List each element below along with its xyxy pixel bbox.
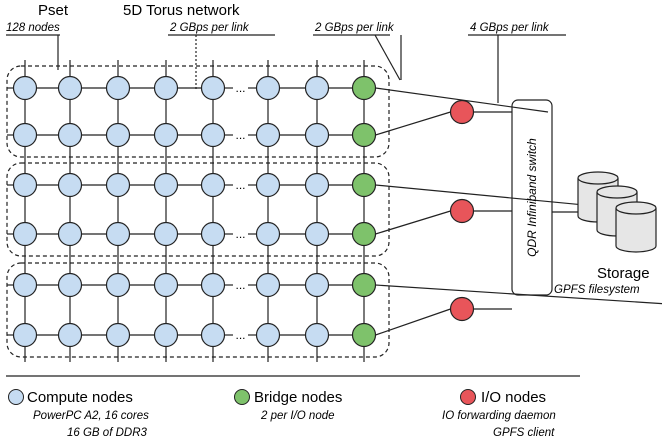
ellipsis: ... — [235, 81, 245, 95]
bridge-node-legend-icon — [234, 389, 250, 405]
compute-node — [12, 272, 38, 298]
bridge-to-io-link — [375, 111, 451, 136]
compute-node — [304, 122, 330, 148]
bridge-node — [351, 172, 377, 198]
io-node — [449, 198, 475, 224]
compute-node — [105, 272, 131, 298]
compute-node — [200, 122, 226, 148]
compute-node — [57, 322, 83, 348]
ellipsis: ... — [235, 328, 245, 342]
compute-node — [255, 221, 281, 247]
compute-node — [57, 122, 83, 148]
legend-io-line1: IO forwarding daemon — [442, 410, 556, 422]
legend-compute-line2: 16 GB of DDR3 — [67, 427, 147, 439]
compute-node — [105, 172, 131, 198]
storage-subtitle: GPFS filesystem — [554, 284, 640, 296]
compute-node — [200, 221, 226, 247]
io-node-legend-icon — [460, 389, 476, 405]
compute-node — [57, 221, 83, 247]
compute-node — [153, 221, 179, 247]
torus-title: 5D Torus network — [123, 2, 240, 19]
compute-node — [200, 172, 226, 198]
switch-link-label: 4 GBps per link — [470, 22, 549, 34]
compute-node — [12, 221, 38, 247]
switch-label: QDR Infiniband switch — [525, 138, 539, 257]
legend-bridge-line1: 2 per I/O node — [261, 410, 335, 422]
bridge-node — [351, 122, 377, 148]
compute-node — [255, 75, 281, 101]
compute-node — [153, 272, 179, 298]
legend-io-title: I/O nodes — [481, 389, 547, 406]
pset-title: Pset — [38, 2, 69, 19]
io-node — [449, 99, 475, 125]
bridge-node — [351, 322, 377, 348]
io-node — [449, 296, 475, 322]
compute-node — [57, 272, 83, 298]
legend-compute-title: Compute nodes — [27, 389, 133, 406]
compute-node — [255, 172, 281, 198]
legend-io-line2: GPFS client — [493, 427, 555, 439]
compute-node — [105, 122, 131, 148]
compute-node — [153, 172, 179, 198]
legend-bridge-title: Bridge nodes — [254, 389, 343, 406]
ellipsis: ... — [235, 178, 245, 192]
pset-subtitle: 128 nodes — [6, 22, 60, 34]
pset-box — [6, 262, 390, 358]
compute-node — [153, 322, 179, 348]
compute-node — [57, 75, 83, 101]
storage-title: Storage — [597, 265, 650, 282]
ellipsis: ... — [235, 278, 245, 292]
compute-node — [57, 172, 83, 198]
legend-compute-line1: PowerPC A2, 16 cores — [33, 410, 149, 422]
compute-node — [105, 322, 131, 348]
compute-node — [12, 122, 38, 148]
compute-node — [304, 221, 330, 247]
bridge-node — [351, 272, 377, 298]
bridge-link-pointer — [374, 34, 401, 81]
bridge-to-io-link — [375, 308, 451, 336]
bridge-to-io-link — [375, 210, 451, 235]
compute-node — [153, 75, 179, 101]
compute-node — [12, 75, 38, 101]
storage-disk-icon — [615, 201, 657, 253]
compute-node — [200, 75, 226, 101]
bridge-node — [351, 221, 377, 247]
ellipsis: ... — [235, 227, 245, 241]
compute-node — [255, 272, 281, 298]
ellipsis: ... — [235, 128, 245, 142]
compute-node — [304, 272, 330, 298]
pset-box — [6, 162, 390, 257]
compute-node — [105, 75, 131, 101]
compute-node — [200, 272, 226, 298]
bridge-link-label: 2 GBps per link — [315, 22, 394, 34]
compute-node-legend-icon — [8, 389, 24, 405]
compute-node — [255, 322, 281, 348]
compute-node — [12, 322, 38, 348]
compute-node — [304, 322, 330, 348]
bridge-node — [351, 75, 377, 101]
torus-subtitle: 2 GBps per link — [170, 22, 249, 34]
pset-box — [6, 65, 390, 158]
compute-node — [12, 172, 38, 198]
compute-node — [153, 122, 179, 148]
compute-node — [200, 322, 226, 348]
compute-node — [105, 221, 131, 247]
compute-node — [304, 172, 330, 198]
compute-node — [304, 75, 330, 101]
compute-node — [255, 122, 281, 148]
bridge-to-io-link — [375, 284, 662, 305]
